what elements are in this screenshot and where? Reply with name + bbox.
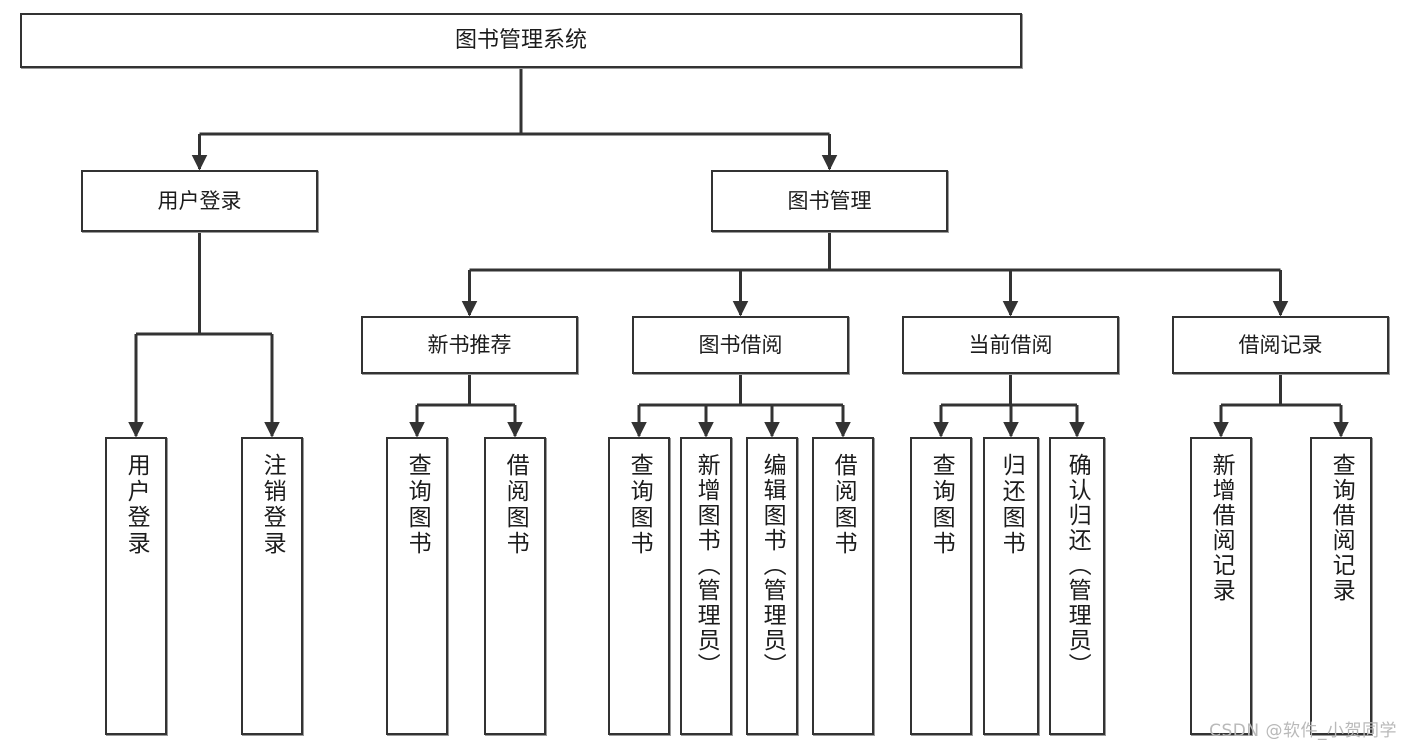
node-leaf-user-logout[interactable]: 注销登录: [241, 437, 303, 735]
node-label: 新增借阅记录: [1208, 453, 1235, 603]
node-leaf-borrow-book-2[interactable]: 借阅图书: [812, 437, 874, 735]
node-leaf-add-record[interactable]: 新增借阅记录: [1190, 437, 1252, 735]
csdn-watermark: CSDN @软件_小贺同学: [1209, 721, 1397, 741]
node-leaf-user-login[interactable]: 用户登录: [105, 437, 167, 735]
node-label: 编辑图书（管理员）: [759, 453, 786, 678]
node-label: 查询图书: [928, 453, 955, 557]
node-label: 确认归还（管理员）: [1064, 453, 1091, 678]
node-label: 图书管理: [787, 188, 872, 213]
node-label: 查询图书: [404, 453, 431, 557]
node-new-book-rec[interactable]: 新书推荐: [361, 316, 578, 374]
node-user-login[interactable]: 用户登录: [81, 170, 318, 232]
node-leaf-query-book-1[interactable]: 查询图书: [386, 437, 448, 735]
node-label: 借阅图书: [830, 453, 857, 557]
node-leaf-query-book-2[interactable]: 查询图书: [608, 437, 670, 735]
node-root[interactable]: 图书管理系统: [20, 13, 1022, 68]
node-leaf-edit-book[interactable]: 编辑图书（管理员）: [746, 437, 798, 735]
node-label: 借阅记录: [1238, 332, 1323, 357]
node-book-manage[interactable]: 图书管理: [711, 170, 948, 232]
node-borrow-record[interactable]: 借阅记录: [1172, 316, 1389, 374]
node-label: 图书借阅: [698, 332, 783, 357]
node-label: 查询图书: [626, 453, 653, 557]
node-current-borrow[interactable]: 当前借阅: [902, 316, 1119, 374]
node-label: 借阅图书: [502, 453, 529, 557]
node-leaf-borrow-book-1[interactable]: 借阅图书: [484, 437, 546, 735]
node-book-borrow[interactable]: 图书借阅: [632, 316, 849, 374]
node-label: 用户登录: [157, 188, 242, 213]
node-leaf-confirm-return[interactable]: 确认归还（管理员）: [1049, 437, 1105, 735]
node-label: 图书管理系统: [454, 27, 587, 53]
node-leaf-return-book[interactable]: 归还图书: [983, 437, 1039, 735]
node-label: 注销登录: [259, 453, 286, 557]
node-label: 归还图书: [998, 453, 1025, 557]
node-label: 新增图书（管理员）: [693, 453, 720, 678]
node-label: 查询借阅记录: [1328, 453, 1355, 603]
node-leaf-add-book[interactable]: 新增图书（管理员）: [680, 437, 732, 735]
node-label: 用户登录: [123, 453, 150, 557]
node-leaf-query-book-3[interactable]: 查询图书: [910, 437, 972, 735]
node-leaf-query-record[interactable]: 查询借阅记录: [1310, 437, 1372, 735]
node-label: 当前借阅: [968, 332, 1053, 357]
node-label: 新书推荐: [427, 332, 512, 357]
